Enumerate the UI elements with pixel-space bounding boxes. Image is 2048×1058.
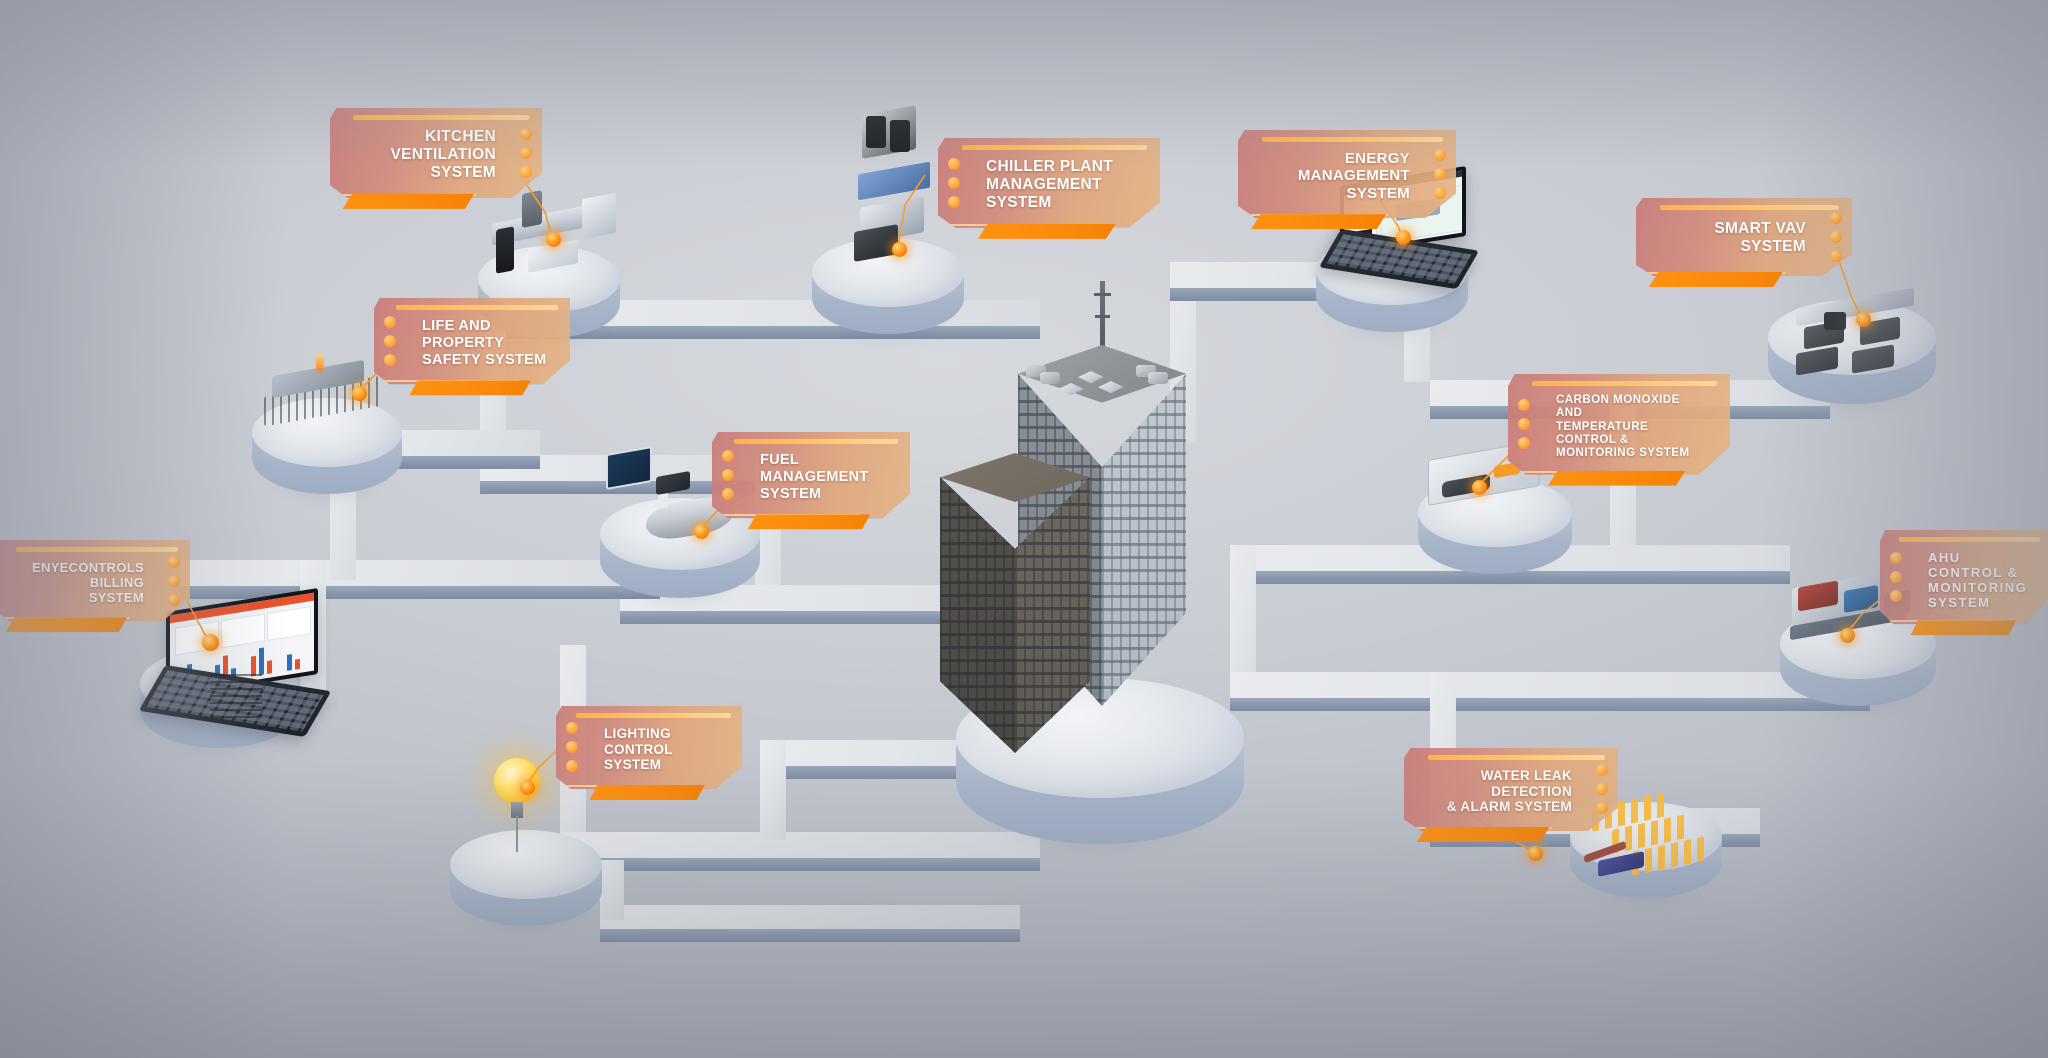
isometric-scene: KITCHEN VENTILATION SYSTEM CHILLER PLANT… (0, 0, 2048, 1058)
scene-vignette (0, 0, 2048, 1058)
